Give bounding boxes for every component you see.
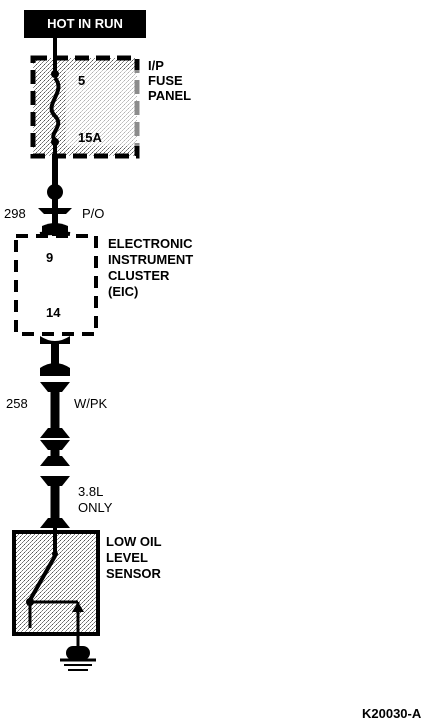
- instrument-cluster-box: [14, 234, 98, 336]
- wire-3-8l-only: [40, 476, 70, 528]
- cluster-name-3: CLUSTER: [108, 268, 170, 283]
- fuse-number: 5: [78, 73, 86, 88]
- splice-dot: [47, 184, 63, 200]
- fuse-rating: 15A: [78, 130, 102, 145]
- sensor-name-1: LOW OIL: [106, 534, 162, 549]
- sensor-name-3: SENSOR: [106, 566, 161, 581]
- sensor-name-2: LEVEL: [106, 550, 148, 565]
- engine-note-2: ONLY: [78, 500, 113, 515]
- cluster-name-2: INSTRUMENT: [108, 252, 194, 267]
- power-source-label: HOT IN RUN: [24, 10, 146, 38]
- fuse-icon: [49, 38, 61, 158]
- figure-id: K20030-A: [362, 706, 422, 721]
- cluster-name-1: ELECTRONIC: [108, 236, 193, 251]
- cluster-pin-out: 14: [46, 305, 61, 320]
- ground-icon: [60, 628, 96, 671]
- wire-298-circuit: 298: [4, 206, 26, 221]
- wire-298-color: P/O: [82, 206, 105, 221]
- wire-258-circuit: 258: [6, 396, 28, 411]
- wire-258: [40, 382, 70, 438]
- sensor-switch-icon: [26, 551, 84, 628]
- connector-c3: [40, 440, 70, 466]
- fuse-panel-name-1: I/P: [148, 58, 164, 73]
- connector-c1: [38, 208, 72, 236]
- fuse-panel-name-3: PANEL: [148, 88, 192, 103]
- wire-258-color: W/PK: [74, 396, 108, 411]
- low-oil-level-sensor-box: [12, 528, 100, 636]
- cluster-name-4: (EIC): [108, 284, 139, 299]
- cluster-pin-in: 9: [46, 250, 54, 265]
- engine-note-1: 3.8L: [78, 484, 104, 499]
- connector-c2: [40, 336, 70, 376]
- fuse-panel-name-2: FUSE: [148, 73, 183, 88]
